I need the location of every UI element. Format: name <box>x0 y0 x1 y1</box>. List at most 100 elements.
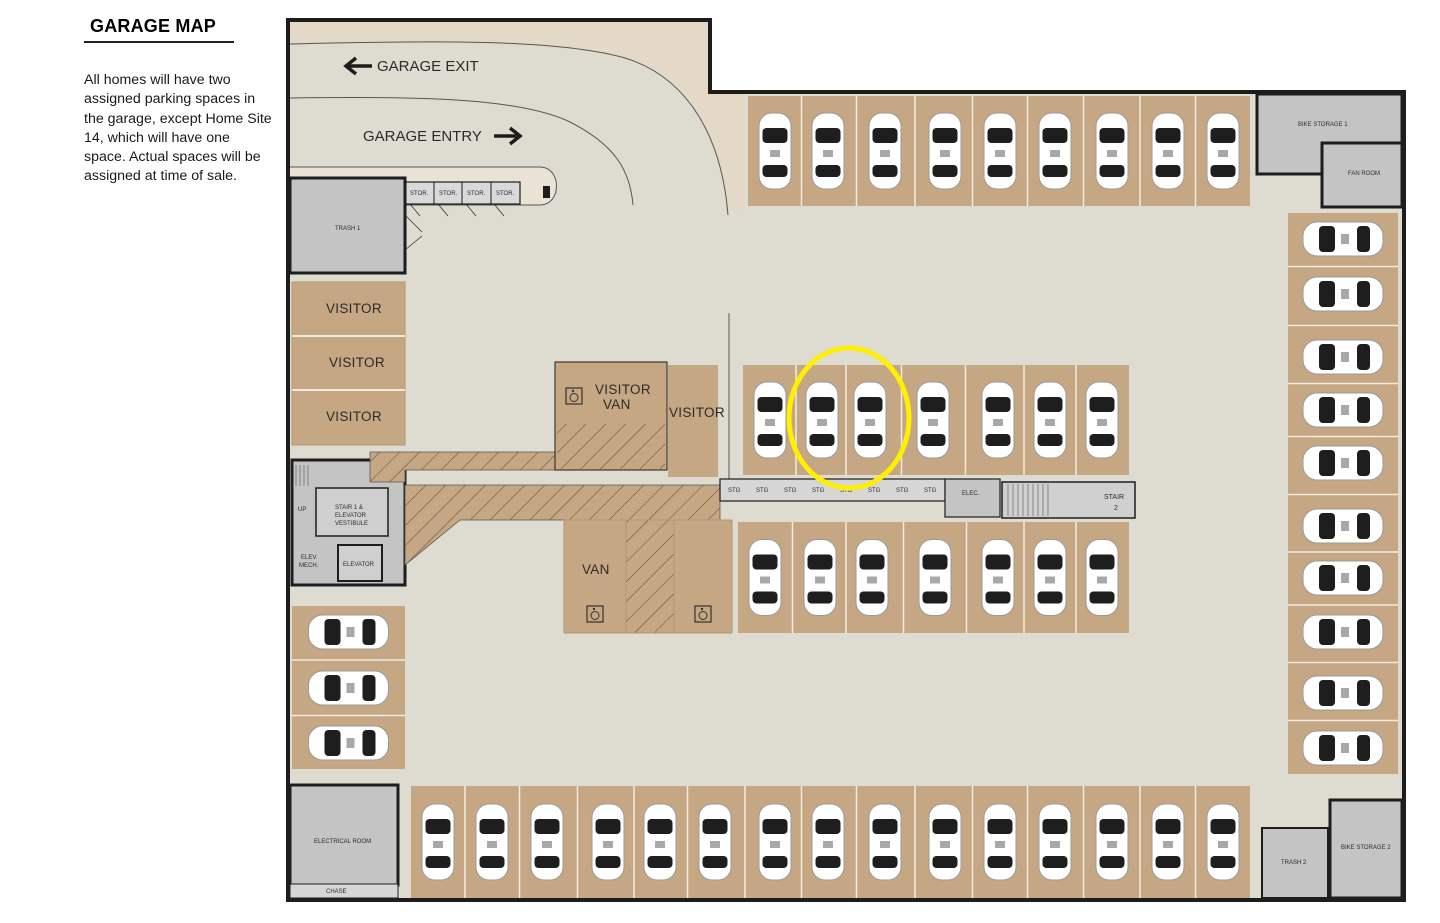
parked-car <box>1302 614 1384 650</box>
parked-car <box>811 803 845 881</box>
van-label: VAN <box>582 562 610 577</box>
visitor-2: VISITOR <box>329 355 385 370</box>
chase-label: CHASE <box>326 889 347 895</box>
parked-car <box>855 539 889 616</box>
parked-car <box>1302 675 1384 711</box>
stg-5: STG <box>840 488 853 494</box>
visitor-spaces: VISITOR VISITOR VISITOR <box>291 281 406 446</box>
parked-car <box>868 803 902 881</box>
stair-1-label: STAIR 1 & <box>335 505 363 511</box>
parked-car <box>868 112 902 190</box>
parked-car <box>1206 112 1240 190</box>
electrical-room: ELECTRICAL ROOM CHASE <box>288 783 400 899</box>
parked-car <box>918 539 952 616</box>
electrical-room-label: ELECTRICAL ROOM <box>314 839 371 845</box>
elec-label: ELEC. <box>962 491 980 497</box>
parked-car <box>1302 508 1384 544</box>
ramp-curve-outer <box>289 41 729 216</box>
stair-1-label-c: VESTIBULE <box>335 521 368 527</box>
parked-car <box>811 112 845 190</box>
parked-car <box>475 803 509 881</box>
parked-car <box>1151 112 1185 190</box>
stg-6: STG <box>868 488 881 494</box>
garage-exit-label: GARAGE EXIT <box>377 58 479 75</box>
parked-car <box>1302 339 1384 375</box>
bike-storage-2-label: BIKE STORAGE 2 <box>1341 845 1391 851</box>
parked-car <box>758 803 792 881</box>
parked-car <box>1151 803 1185 881</box>
garage-exit-sign: GARAGE EXIT <box>343 56 479 76</box>
visitor-label: VISITOR <box>669 405 725 420</box>
stor-1: STOR. <box>410 191 429 197</box>
parked-car <box>591 803 625 881</box>
parked-car <box>1302 392 1384 428</box>
parked-car <box>1302 730 1384 766</box>
parked-car <box>1302 276 1384 312</box>
parked-car <box>981 539 1015 616</box>
elev-mech-label: ELEV. <box>301 555 318 561</box>
stg-4: STG <box>812 488 825 494</box>
parked-car <box>530 803 564 881</box>
stor-4: STOR. <box>496 191 515 197</box>
parked-car <box>983 112 1017 190</box>
parked-car <box>983 803 1017 881</box>
stor-3: STOR. <box>467 191 486 197</box>
bike-storage-2: BIKE STORAGE 2 <box>1328 798 1404 900</box>
parked-car <box>1033 381 1067 459</box>
stor-2: STOR. <box>439 191 458 197</box>
elev-mech-label-b: MECH. <box>299 563 319 569</box>
trash-1-label: TRASH 1 <box>335 226 361 232</box>
visitor-1: VISITOR <box>326 301 382 316</box>
parked-car <box>1038 803 1072 881</box>
parked-car <box>308 725 389 761</box>
stg-3: STG <box>784 488 797 494</box>
parked-car <box>1085 381 1119 459</box>
trash-2-label: TRASH 2 <box>1281 860 1307 866</box>
fan-room-label: FAN ROOM <box>1348 171 1380 177</box>
stair-2-label: STAIR <box>1104 494 1124 501</box>
parking-rows <box>292 96 1398 898</box>
stg-1: STG <box>728 488 741 494</box>
fan-room: FAN ROOM <box>1320 141 1404 209</box>
parked-car <box>928 803 962 881</box>
highlighted-spaces-circle <box>786 345 912 491</box>
parked-car <box>1095 803 1129 881</box>
visitor-van-label-1: VISITOR <box>595 382 651 397</box>
stair-elevator-core: STAIR 1 & ELEVATOR VESTIBULE UP ELEVATOR… <box>290 458 407 587</box>
entry-storage-lockers: STOR. STOR. STOR. STOR. <box>404 181 521 217</box>
parked-car <box>1302 221 1384 257</box>
parked-car <box>421 803 455 881</box>
map-title: GARAGE MAP <box>84 14 234 43</box>
parked-car <box>803 539 837 616</box>
stair-1-label-b: ELEVATOR <box>335 513 367 519</box>
parked-car <box>308 614 389 650</box>
parked-car <box>748 539 782 616</box>
up-label: UP <box>298 507 306 513</box>
parked-car <box>1038 112 1072 190</box>
garage-entry-sign: GARAGE ENTRY <box>363 126 523 146</box>
visitor-van-block: VISITOR VAN VISITOR <box>554 313 730 480</box>
parked-car <box>758 112 792 190</box>
parked-car <box>981 381 1015 459</box>
parked-car <box>1302 560 1384 596</box>
parked-car <box>698 803 732 881</box>
stg-8: STG <box>924 488 937 494</box>
parked-car <box>1206 803 1240 881</box>
center-storage-row: STG STG STG STG STG STG STG STG ELEC. ST… <box>719 478 1136 519</box>
parked-car <box>1302 445 1384 481</box>
parked-car <box>1085 539 1119 616</box>
parked-car <box>853 381 887 459</box>
trash-room-2: TRASH 2 <box>1261 827 1329 899</box>
stair-2-number: 2 <box>1114 505 1118 512</box>
parked-car <box>1095 112 1129 190</box>
stg-2: STG <box>756 488 769 494</box>
entry-ramp <box>290 22 745 210</box>
elevator-label: ELEVATOR <box>343 562 375 568</box>
van-block: VAN <box>563 519 733 634</box>
visitor-van-label-2: VAN <box>603 397 631 412</box>
ramp-curve-inner <box>289 96 634 206</box>
parked-car <box>916 381 950 459</box>
legend: GARAGE MAP All homes will have two assig… <box>84 14 274 187</box>
visitor-3: VISITOR <box>326 409 382 424</box>
